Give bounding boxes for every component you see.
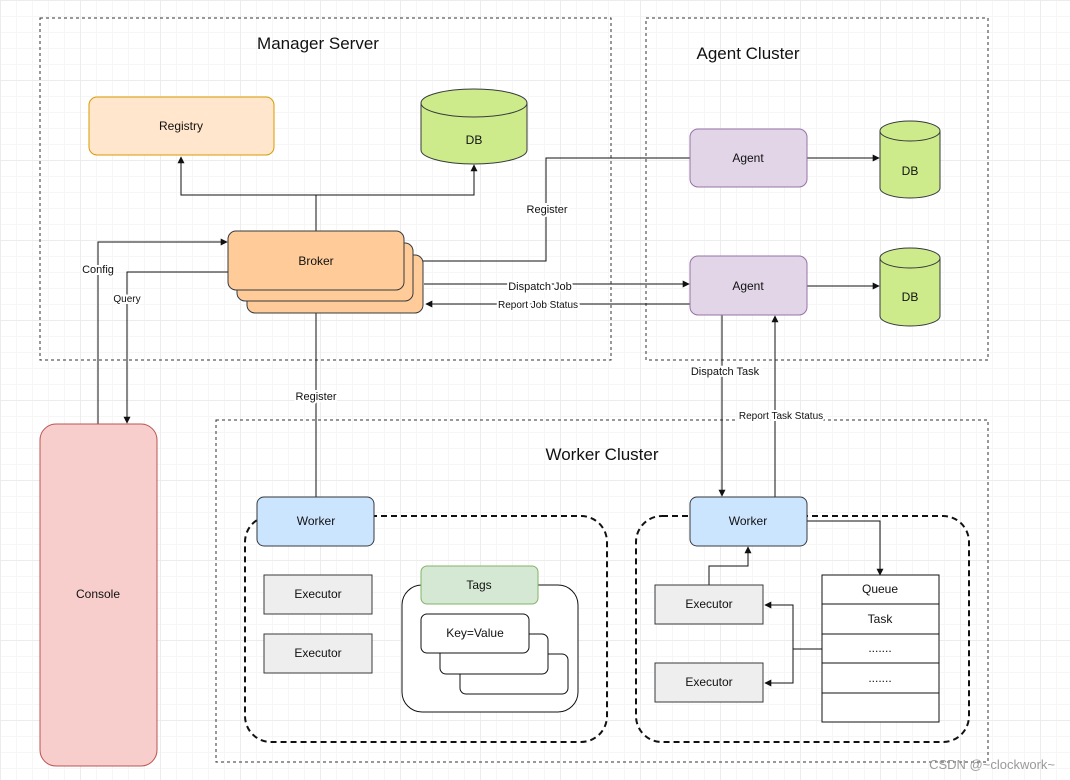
agent-bottom-db-node [879, 247, 941, 327]
queue-row-label: Task [868, 612, 894, 626]
worker-cluster-title: Worker Cluster [545, 445, 658, 464]
agent-bottom-label: Agent [732, 279, 764, 293]
queue-row [821, 574, 940, 605]
executor-left-1-label: Executor [294, 587, 341, 601]
manager-server-title: Manager Server [257, 34, 379, 53]
edge-label-query: Query [113, 294, 140, 305]
worker-left-node [256, 496, 375, 547]
agent-bottom-node [689, 255, 808, 316]
edge-label-register-worker: Register [296, 391, 337, 403]
executor-right-2-label: Executor [685, 675, 732, 689]
edge-label-dispatch-job: Dispatch Job [508, 281, 572, 293]
edge-label-register-agent: Register [527, 204, 568, 216]
edge-executor-worker [708, 546, 752, 585]
executor-left-1-node [263, 574, 373, 615]
executor-right-1-node [654, 584, 764, 625]
edge-label-report-job-status: Report Job Status [498, 300, 578, 311]
edge-worker-queue [806, 520, 884, 576]
queue-row-label: Queue [862, 582, 898, 596]
manager-db-label: DB [466, 133, 483, 147]
console-label: Console [76, 587, 120, 601]
queue-table [821, 574, 940, 723]
agent-top-db-label: DB [902, 164, 919, 178]
queue-row-label: ....... [868, 671, 891, 685]
worker-left-label: Worker [297, 514, 335, 528]
agent-cluster [645, 17, 989, 361]
agent-top-db-node [879, 120, 941, 199]
console-node [39, 423, 158, 767]
edge-broker-db [316, 164, 478, 196]
manager-db-node [420, 88, 528, 165]
edge-queue-executor-1 [764, 601, 794, 649]
executor-right-2-node [654, 662, 764, 703]
watermark: CSDN @~clockwork~ [929, 757, 1055, 772]
worker-right-label: Worker [729, 514, 767, 528]
tag-entry-stack [420, 613, 569, 695]
tags-label: Tags [466, 578, 491, 592]
registry-label: Registry [159, 119, 203, 133]
registry-node [88, 96, 275, 156]
queue-row [821, 662, 940, 694]
queue-row [821, 692, 940, 723]
executor-left-2-label: Executor [294, 646, 341, 660]
worker-right-node [689, 496, 808, 547]
edge-label-dispatch-task: Dispatch Task [691, 366, 760, 378]
edge-queue-executor-2 [764, 649, 794, 687]
tags-header [420, 565, 539, 605]
worker-left-group [244, 515, 608, 743]
agent-bottom-db-label: DB [902, 290, 919, 304]
executor-right-1-label: Executor [685, 597, 732, 611]
agent-top-node [689, 128, 808, 188]
queue-row-label: ....... [868, 641, 891, 655]
queue-row [821, 603, 940, 635]
tag-entry-label: Key=Value [446, 626, 504, 640]
edge-config [97, 238, 228, 424]
edge-label-config: Config [82, 264, 114, 276]
agent-cluster-title: Agent Cluster [697, 44, 800, 63]
broker-label: Broker [298, 254, 333, 268]
edge-label-report-task-status: Report Task Status [739, 411, 823, 422]
edge-broker-registry [177, 156, 317, 231]
agent-top-label: Agent [732, 151, 764, 165]
edge-agent-register [405, 157, 690, 265]
queue-row [821, 633, 940, 664]
edge-query [123, 271, 228, 424]
broker-node [227, 230, 424, 314]
executor-left-2-node [263, 633, 373, 674]
worker-cluster [215, 419, 989, 763]
